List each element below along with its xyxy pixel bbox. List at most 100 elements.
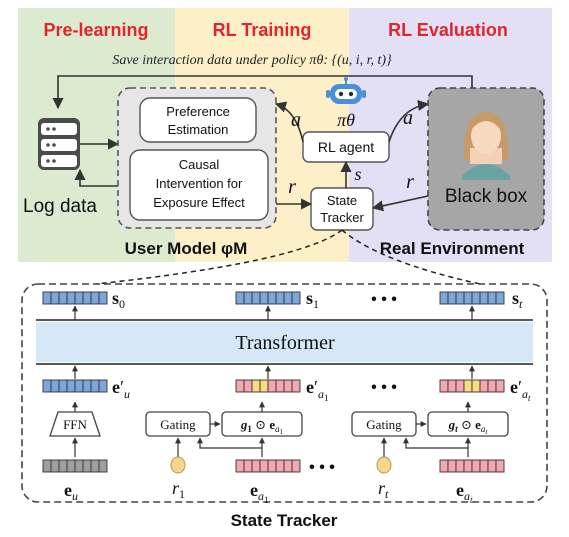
input-vector-u-cell bbox=[74, 379, 84, 393]
input-vector-a1-cell bbox=[243, 379, 253, 393]
input-vector-at-cell bbox=[471, 379, 481, 393]
raw-vector-u-cell bbox=[74, 459, 84, 473]
rl-agent-label: RL agent bbox=[318, 139, 374, 155]
input-vector-a1-cell bbox=[267, 379, 277, 393]
reward-rt: rt bbox=[378, 478, 389, 501]
causal-line2: Intervention for bbox=[156, 176, 243, 191]
input-vector-u-cell bbox=[98, 379, 108, 393]
model-to-log-arrow bbox=[74, 168, 118, 187]
causal-intervention-box bbox=[129, 149, 269, 221]
raw-vector-a1-cell bbox=[259, 459, 269, 473]
raw-vector-at-cell bbox=[463, 459, 473, 473]
ffn-block bbox=[49, 411, 101, 437]
state-tracker-title: State Tracker bbox=[231, 511, 338, 530]
input-vector-at-cell bbox=[455, 379, 465, 393]
preference-estimation-box bbox=[139, 97, 257, 143]
gated-product-t: gt ⊙ eat bbox=[448, 417, 489, 436]
gating-label-t: Gating bbox=[366, 417, 402, 432]
raw-vector-at-cell bbox=[487, 459, 497, 473]
ffn-label: FFN bbox=[63, 417, 87, 432]
input-vector-a1-cell bbox=[251, 379, 261, 393]
output-vector-s1-cell bbox=[251, 291, 261, 305]
reward-label-right: r bbox=[406, 171, 414, 193]
preference-line1: Preference bbox=[166, 104, 230, 119]
output-vector-s1-cell bbox=[291, 291, 301, 305]
input-vector-at-cell bbox=[495, 379, 505, 393]
black-box-label: Black box bbox=[445, 186, 528, 207]
input-vector-at-cell bbox=[447, 379, 457, 393]
phase-rl-evaluation: RL Evaluation bbox=[388, 20, 508, 40]
reward-dot-t bbox=[376, 456, 392, 474]
output-vector-s0-cell bbox=[42, 291, 52, 305]
raw-vector-a1-cell bbox=[243, 459, 253, 473]
item-to-gate-arrow-t bbox=[403, 437, 468, 449]
user-model-label: User Model φM bbox=[125, 239, 248, 258]
output-vector-st-cell bbox=[495, 291, 505, 305]
output-vector-s1-cell bbox=[235, 291, 245, 305]
embedding-vectors bbox=[42, 291, 505, 473]
output-vector-s1-cell bbox=[283, 291, 293, 305]
raw-vector-u-cell bbox=[90, 459, 100, 473]
policy-label: πθ bbox=[337, 110, 355, 130]
raw-vector-u-cell bbox=[42, 459, 52, 473]
raw-vector-a1-cell bbox=[267, 459, 277, 473]
reward-dot-1 bbox=[170, 456, 186, 474]
input-vector-a1-cell bbox=[235, 379, 245, 393]
input-vector-u-cell bbox=[90, 379, 100, 393]
output-vector-s1-cell bbox=[259, 291, 269, 305]
output-vector-s0-cell bbox=[82, 291, 92, 305]
raw-vector-a1-cell bbox=[235, 459, 245, 473]
save-data-arrow bbox=[52, 75, 473, 110]
output-vector-s0-cell bbox=[58, 291, 68, 305]
raw-vector-u-cell bbox=[82, 459, 92, 473]
output-vector-st-cell bbox=[439, 291, 449, 305]
input-vector-u-cell bbox=[50, 379, 60, 393]
raw-vector-at-cell bbox=[471, 459, 481, 473]
raw-vector-at-cell bbox=[479, 459, 489, 473]
item-to-gate-arrow-1 bbox=[197, 437, 262, 449]
output-vector-s0-cell bbox=[74, 291, 84, 305]
reward-label-left: r bbox=[288, 176, 296, 198]
output-vector-st-cell bbox=[447, 291, 457, 305]
preference-line2: Estimation bbox=[168, 122, 229, 137]
gated-product-1: g1 ⊙ ea1 bbox=[240, 417, 284, 436]
output-vector-st-cell bbox=[479, 291, 489, 305]
output-vector-s0-cell bbox=[66, 291, 76, 305]
user-avatar-icon bbox=[462, 112, 510, 180]
raw-vector-a1-cell bbox=[291, 459, 301, 473]
raw-vector-a1-cell bbox=[283, 459, 293, 473]
output-vector-s1-cell bbox=[267, 291, 277, 305]
ellipsis-mid: • • • bbox=[371, 379, 397, 396]
input-vector-u-cell bbox=[42, 379, 52, 393]
input-vector-u-cell bbox=[82, 379, 92, 393]
reward-from-env-arrow bbox=[371, 195, 429, 212]
causal-line1: Causal bbox=[179, 157, 220, 172]
raw-vector-at-cell bbox=[455, 459, 465, 473]
raw-vector-at-cell bbox=[447, 459, 457, 473]
output-vector-s1-cell bbox=[243, 291, 253, 305]
output-vector-st-cell bbox=[471, 291, 481, 305]
state-tracker-line2: Tracker bbox=[320, 210, 364, 225]
raw-vector-a1-cell bbox=[275, 459, 285, 473]
input-vector-a1-cell bbox=[291, 379, 301, 393]
output-vector-s0-cell bbox=[50, 291, 60, 305]
raw-vector-a1-cell bbox=[251, 459, 261, 473]
input-vector-a1-cell bbox=[283, 379, 293, 393]
action-to-env-arrow bbox=[388, 99, 430, 143]
input-vector-a1-cell bbox=[275, 379, 285, 393]
action-label-right: a bbox=[403, 107, 413, 129]
output-vector-s0-cell bbox=[98, 291, 108, 305]
raw-vector-u-cell bbox=[98, 459, 108, 473]
state-tracker-line1: State bbox=[327, 193, 357, 208]
log-data-label: Log data bbox=[23, 196, 97, 217]
database-icon bbox=[38, 118, 80, 170]
input-vector-at-cell bbox=[463, 379, 473, 393]
raw-vector-u-cell bbox=[50, 459, 60, 473]
robot-icon bbox=[326, 77, 366, 104]
transformer-label: Transformer bbox=[235, 332, 335, 354]
zoom-line-right bbox=[341, 229, 481, 285]
input-vector-at-cell bbox=[439, 379, 449, 393]
action-to-model-arrow bbox=[274, 101, 304, 143]
raw-vector-at-cell bbox=[495, 459, 505, 473]
